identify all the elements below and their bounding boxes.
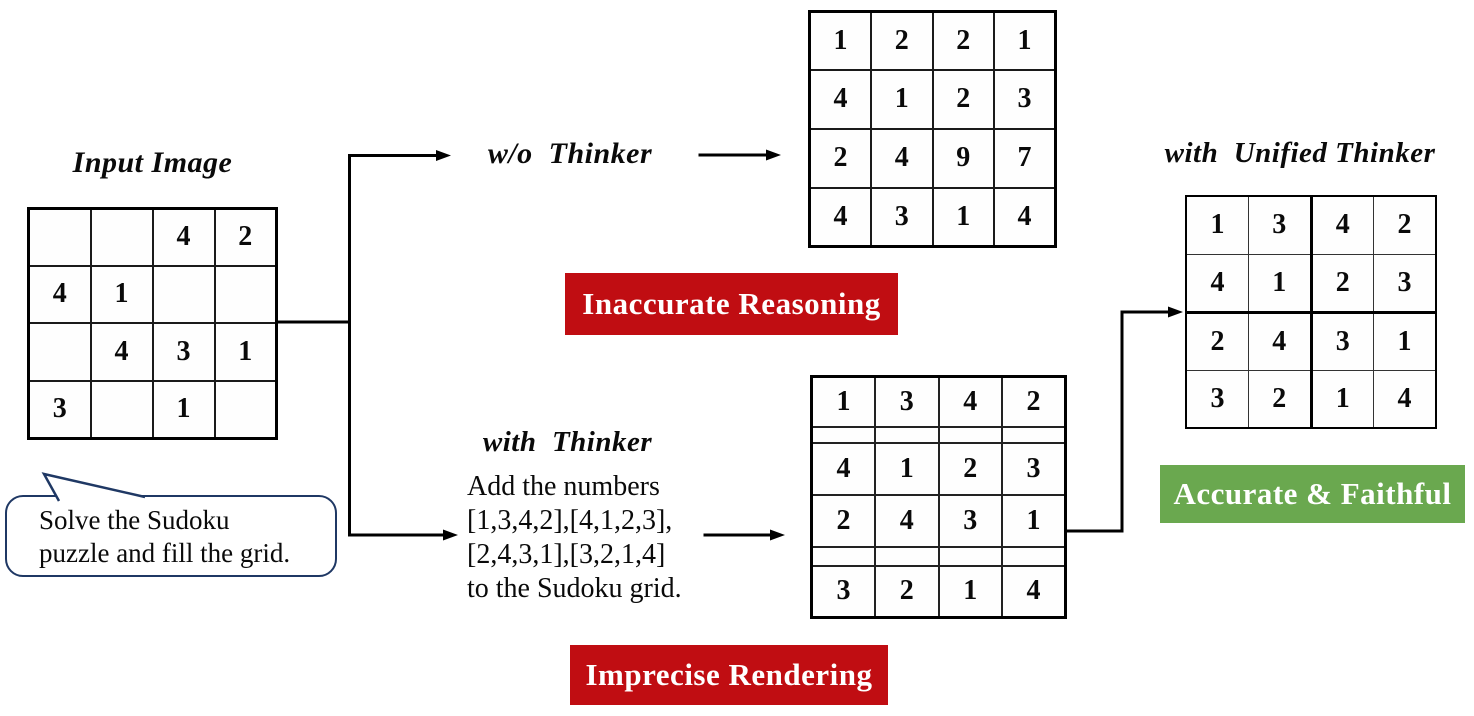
- sudoku-cell: 3: [937, 493, 1003, 548]
- sudoku-cell: [213, 264, 278, 324]
- thinker-text-line: to the Sudoku grid.: [467, 573, 682, 604]
- thinker-text-line: Add the numbers: [467, 471, 660, 502]
- sudoku-cell: [89, 379, 154, 440]
- sudoku-cell: 4: [1373, 369, 1437, 429]
- sudoku-cell: 2: [870, 10, 934, 71]
- sudoku-cell: [213, 379, 278, 440]
- sudoku-cell: 3: [874, 375, 940, 428]
- sudoku-cell: 3: [1185, 369, 1249, 429]
- imprecise-rendering-badge: Imprecise Rendering: [570, 645, 888, 705]
- arrowhead-wo-thinker-to-grid: [766, 149, 781, 161]
- sudoku-cell: 4: [1001, 564, 1067, 619]
- prompt-line: puzzle and fill the grid.: [39, 538, 291, 568]
- sudoku-cell: 4: [1310, 195, 1374, 255]
- sudoku-sliver-cell: [1001, 545, 1067, 567]
- sudoku-cell: 3: [870, 186, 934, 248]
- sudoku-cell: 1: [1310, 369, 1374, 429]
- sudoku-cell: 1: [1373, 311, 1437, 371]
- arrowhead-with-thinker-to-grid: [770, 529, 785, 541]
- sudoku-cell: 4: [993, 186, 1057, 248]
- sudoku-cell: 1: [810, 375, 876, 428]
- arrowhead-to-wo-thinker: [436, 150, 451, 161]
- sudoku-cell: 3: [27, 379, 92, 440]
- arrowhead-to-unified-grid: [1168, 306, 1183, 318]
- sudoku-cell: [27, 321, 92, 382]
- wo-thinker-label: w/o Thinker: [487, 137, 653, 170]
- sudoku-cell: 1: [870, 68, 934, 130]
- sudoku-cell: 2: [874, 564, 940, 619]
- sudoku-cell: 1: [213, 321, 278, 382]
- sudoku-cell: 2: [931, 68, 995, 130]
- sudoku-sliver-cell: [810, 545, 876, 567]
- sudoku-sliver-cell: [874, 545, 940, 567]
- sudoku-cell: 4: [874, 493, 940, 548]
- sudoku-sliver-cell: [1001, 425, 1067, 444]
- sudoku-cell: 1: [874, 441, 940, 496]
- connector-thinker-grid-to-unified: [1065, 310, 1171, 533]
- sudoku-cell: 4: [27, 264, 92, 324]
- sudoku-cell: 1: [1248, 253, 1313, 314]
- sudoku-cell: 4: [1248, 311, 1313, 371]
- sudoku-cell: 3: [993, 68, 1057, 130]
- sudoku-cell: 4: [89, 321, 154, 382]
- sudoku-cell: 1: [937, 564, 1003, 619]
- sudoku-cell: 4: [151, 207, 216, 267]
- sudoku-cell: [89, 207, 154, 267]
- sudoku-cell: 3: [810, 564, 876, 619]
- thinker-text-line: [1,3,4,2],[4,1,2,3],: [467, 505, 673, 536]
- sudoku-cell: 1: [151, 379, 216, 440]
- sudoku-cell: 7: [993, 127, 1057, 189]
- sudoku-cell: 3: [1248, 195, 1313, 255]
- sudoku-cell: 1: [808, 10, 872, 71]
- sudoku-cell: 2: [1001, 375, 1067, 428]
- sudoku-cell: 3: [1373, 253, 1437, 314]
- input-image-title: Input Image: [72, 146, 233, 179]
- sudoku-cell: 2: [931, 10, 995, 71]
- sudoku-sliver-cell: [937, 425, 1003, 444]
- unified-thinker-label: with Unified Thinker: [1164, 137, 1436, 169]
- sudoku-cell: 4: [808, 68, 872, 130]
- sudoku-cell: 4: [810, 441, 876, 496]
- prompt-line: Solve the Sudoku: [39, 505, 230, 535]
- sudoku-sliver-cell: [937, 545, 1003, 567]
- sudoku-cell: 1: [993, 10, 1057, 71]
- sudoku-cell: 1: [89, 264, 154, 324]
- sudoku-cell: 1: [1185, 195, 1249, 255]
- accurate-faithful-badge: Accurate & Faithful: [1160, 465, 1465, 523]
- inaccurate-reasoning-badge: Inaccurate Reasoning: [565, 273, 898, 335]
- sudoku-cell: 2: [810, 493, 876, 548]
- sudoku-cell: 2: [808, 127, 872, 189]
- sudoku-cell: 4: [1185, 253, 1249, 314]
- sudoku-sliver-cell: [874, 425, 940, 444]
- sudoku-cell: 2: [213, 207, 278, 267]
- with-thinker-label: with Thinker: [482, 426, 653, 458]
- thinker-instruction-text: Add the numbers [1,3,4,2],[4,1,2,3], [2,…: [467, 470, 767, 606]
- sudoku-cell: 9: [931, 127, 995, 189]
- sudoku-cell: 4: [870, 127, 934, 189]
- sudoku-cell: 4: [937, 375, 1003, 428]
- sudoku-cell: 2: [1185, 311, 1249, 371]
- sudoku-cell: 3: [151, 321, 216, 382]
- arrowhead-to-with-thinker: [443, 529, 458, 541]
- sudoku-cell: [27, 207, 92, 267]
- sudoku-cell: 1: [931, 186, 995, 248]
- sudoku-cell: 2: [1373, 195, 1437, 255]
- sudoku-cell: 4: [808, 186, 872, 248]
- sudoku-cell: 2: [1248, 369, 1313, 429]
- sudoku-sliver-cell: [810, 425, 876, 444]
- prompt-speech-bubble: Solve the Sudoku puzzle and fill the gri…: [5, 495, 337, 577]
- sudoku-cell: 2: [1310, 253, 1374, 314]
- sudoku-cell: 3: [1310, 311, 1374, 371]
- thinker-text-line: [2,4,3,1],[3,2,1,4]: [467, 539, 666, 570]
- sudoku-cell: 3: [1001, 441, 1067, 496]
- sudoku-cell: 2: [937, 441, 1003, 496]
- sudoku-cell: [151, 264, 216, 324]
- sudoku-cell: 1: [1001, 493, 1067, 548]
